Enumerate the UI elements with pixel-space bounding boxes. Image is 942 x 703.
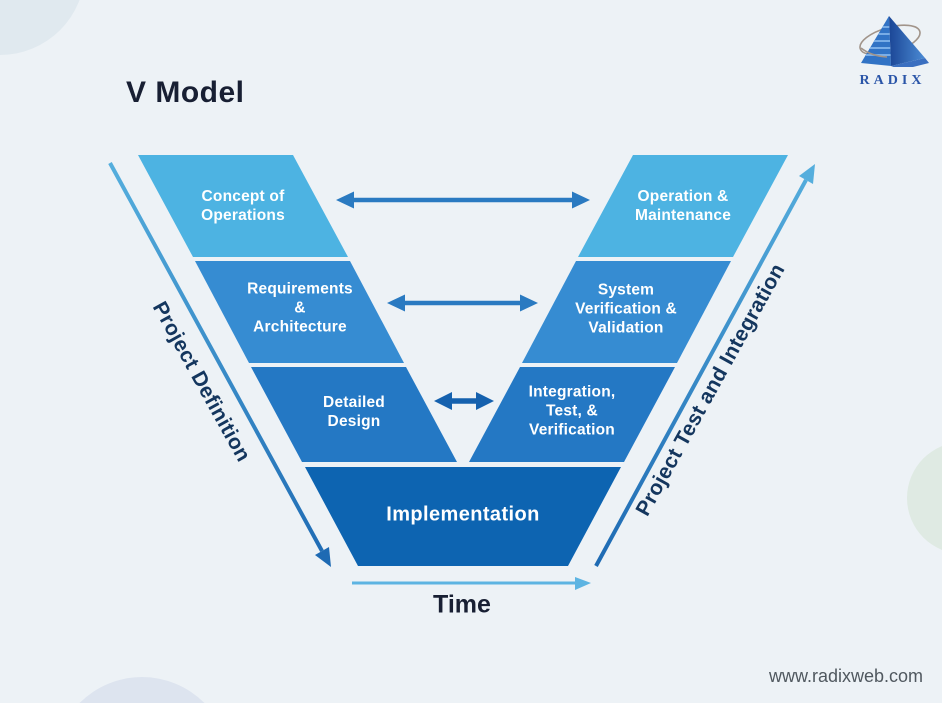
- label-line: System: [597, 281, 655, 299]
- segment-label-requirements-architecture: Requirements & Architecture: [247, 280, 353, 337]
- arrow-head-left: [434, 392, 452, 410]
- project-definition-arrow: [108, 162, 331, 567]
- bidirectional-arrow-top: [336, 191, 590, 209]
- label-line: Verification: [529, 421, 615, 439]
- segment-label-implementation: Implementation: [386, 503, 540, 526]
- logo-steps: [866, 26, 891, 56]
- arrow-head-up: [799, 164, 815, 184]
- label-line: &: [294, 299, 306, 317]
- time-arrow: [352, 577, 591, 590]
- label-line: Operations: [201, 207, 285, 224]
- bidirectional-arrow-middle: [387, 294, 538, 312]
- segment-shape-concept-of-operations: [138, 155, 348, 257]
- segment-shape-implementation: [305, 467, 621, 566]
- label-line: Validation: [588, 319, 664, 337]
- arrow-head-right: [520, 294, 538, 312]
- bidirectional-arrow-bottom: [434, 392, 494, 410]
- logo-ring-front: [860, 47, 888, 58]
- arrow-head-right: [476, 392, 494, 410]
- arrow-head-left: [387, 294, 405, 312]
- arrow-shaft: [594, 179, 808, 567]
- time-axis-label: Time: [433, 590, 491, 619]
- radix-logo-text: RADIX: [859, 73, 926, 88]
- page-title: V Model: [126, 76, 245, 109]
- arrow-head-right: [575, 577, 591, 590]
- radix-pyramid-icon: [859, 16, 929, 70]
- label-line: Maintenance: [634, 207, 732, 224]
- radix-logo: RADIX: [850, 13, 932, 89]
- segment-shape-operation-maintenance: [578, 155, 788, 257]
- segment-label-integration-test-verification: Integration, Test, & Verification: [529, 383, 616, 440]
- project-test-arrow: [594, 164, 815, 567]
- label-line: Architecture: [253, 318, 347, 336]
- arrow-head-down: [315, 547, 331, 567]
- segment-label-detailed-design: Detailed Design: [323, 393, 385, 431]
- website-url: www.radixweb.com: [768, 666, 923, 686]
- arrow-head-left: [336, 191, 354, 209]
- segment-shape-system-verification-validation: [522, 261, 731, 363]
- label-line: Requirements: [247, 280, 353, 298]
- label-line: Integration,: [528, 383, 616, 401]
- label-line: Detailed: [323, 394, 385, 411]
- logo-right-face: [889, 16, 925, 66]
- segment-label-concept-of-operations: Concept of Operations: [201, 187, 285, 225]
- segment-shape-detailed-design: [251, 367, 457, 462]
- arrow-head-right: [572, 191, 590, 209]
- segment-label-operation-maintenance: Operation & Maintenance: [635, 187, 731, 225]
- label-line: Verification &: [575, 300, 677, 318]
- label-line: Design: [327, 413, 381, 430]
- label-line: Operation &: [637, 188, 729, 205]
- label-line: Concept of: [201, 188, 285, 205]
- segment-shape-integration-test-verification: [469, 367, 675, 462]
- segment-shape-requirements-architecture: [195, 261, 404, 363]
- segment-label-system-verification-validation: System Verification & Validation: [575, 281, 677, 338]
- label-line: Test, &: [546, 402, 598, 420]
- arrow-shaft: [108, 162, 324, 552]
